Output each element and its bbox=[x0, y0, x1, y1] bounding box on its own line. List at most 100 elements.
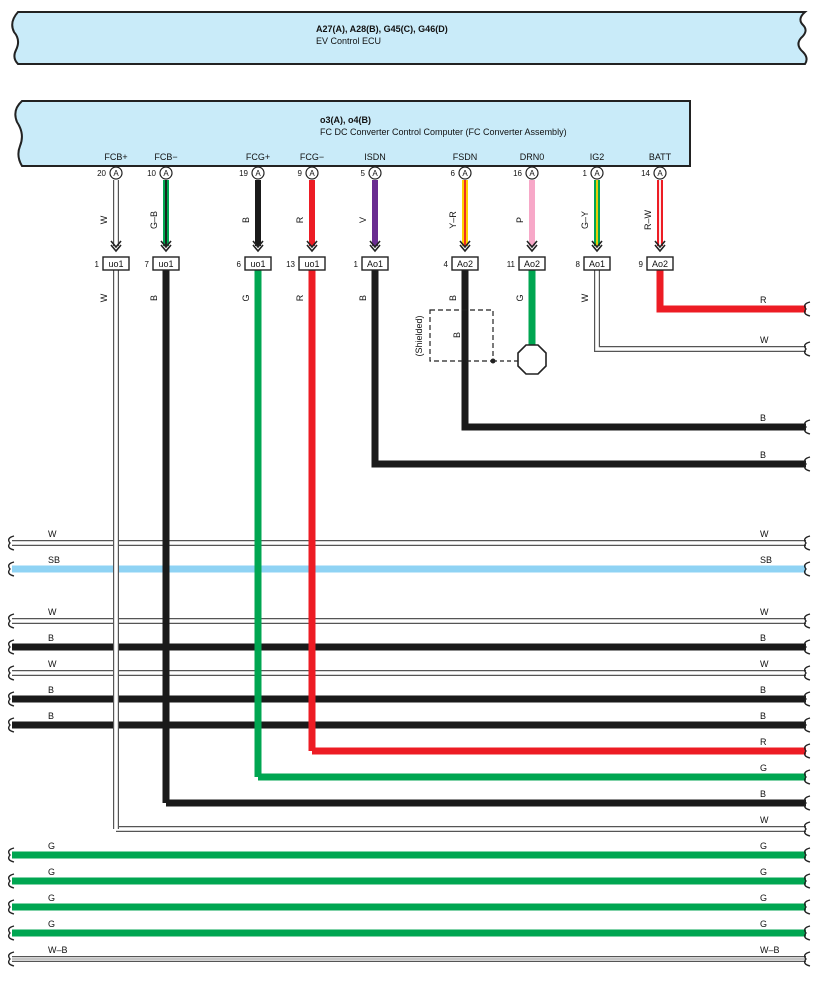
line-right-label-4: W bbox=[760, 659, 769, 669]
left-break-13 bbox=[7, 899, 15, 915]
right-break-2 bbox=[803, 613, 811, 629]
terminal-circle-1 bbox=[159, 166, 173, 180]
right-break-11 bbox=[803, 847, 811, 863]
connector-id-5: Ao2 bbox=[457, 259, 473, 269]
connector-pin-1: 7 bbox=[145, 260, 150, 269]
right-break-7 bbox=[803, 743, 811, 759]
converter-connector-ids: o3(A), o4(B) bbox=[320, 115, 371, 125]
drain-terminal-octagon bbox=[517, 344, 547, 375]
terminal-arrow-0 bbox=[110, 240, 122, 253]
connector-id-3: uo1 bbox=[304, 259, 319, 269]
terminal-conn-8: A bbox=[657, 169, 663, 178]
terminal-signal-3: FCG− bbox=[300, 152, 324, 162]
right-wire-break-3 bbox=[803, 456, 811, 472]
lower-wire-batt bbox=[656, 270, 806, 313]
terminal-pin-3: 9 bbox=[298, 169, 303, 178]
terminal-circle-8 bbox=[653, 166, 667, 180]
connector-id-7: Ao1 bbox=[589, 259, 605, 269]
line-left-label-2: W bbox=[48, 607, 57, 617]
terminal-arrow-3 bbox=[306, 240, 318, 253]
converter-name: FC DC Converter Control Computer (FC Con… bbox=[320, 127, 567, 137]
terminal-arrow-7 bbox=[591, 240, 603, 253]
terminal-pin-1: 10 bbox=[147, 169, 156, 178]
connector-id-6: Ao2 bbox=[524, 259, 540, 269]
right-break-12 bbox=[803, 873, 811, 889]
terminal-conn-5: A bbox=[462, 169, 468, 178]
lower-wire-label-1: B bbox=[149, 295, 159, 301]
right-break-0 bbox=[803, 535, 811, 551]
line-right-label-14: G bbox=[760, 919, 767, 929]
lower-wire-label-0: W bbox=[99, 293, 109, 302]
connector-box-6 bbox=[518, 256, 546, 271]
shield-junction-dot bbox=[490, 358, 496, 364]
terminal-pin-0: 20 bbox=[97, 169, 106, 178]
lower-wire-isdn-core bbox=[371, 270, 806, 468]
terminal-arrow-6 bbox=[526, 240, 538, 253]
right-wire-label-0: R bbox=[760, 295, 767, 305]
terminal-pin-2: 19 bbox=[239, 169, 248, 178]
connector-box-4 bbox=[361, 256, 389, 271]
lower-wire-fsdn-core bbox=[461, 270, 806, 431]
line-right-label-3: B bbox=[760, 633, 766, 643]
connector-box-2 bbox=[244, 256, 272, 271]
right-wire-break-0 bbox=[803, 301, 811, 317]
right-break-5 bbox=[803, 691, 811, 707]
right-wire-label-1: W bbox=[760, 335, 769, 345]
left-break-6 bbox=[7, 717, 15, 733]
right-break-13 bbox=[803, 899, 811, 915]
lower-wire-label-5: B bbox=[448, 295, 458, 301]
lower-wire-batt-core bbox=[656, 270, 806, 313]
connector-id-4: Ao1 bbox=[367, 259, 383, 269]
connector-id-0: uo1 bbox=[108, 259, 123, 269]
right-break-1 bbox=[803, 561, 811, 577]
terminal-signal-5: FSDN bbox=[453, 152, 478, 162]
terminal-wire-label-2: B bbox=[241, 217, 251, 223]
lower-wire-label-2: G bbox=[241, 294, 251, 301]
terminal-arrow-1 bbox=[160, 240, 172, 253]
terminal-pin-6: 16 bbox=[513, 169, 522, 178]
line-right-label-10: W bbox=[760, 815, 769, 825]
ecu-box bbox=[11, 11, 808, 65]
left-break-15 bbox=[7, 951, 15, 967]
connector-box-3 bbox=[298, 256, 326, 271]
terminal-arrow-8 bbox=[654, 240, 666, 253]
terminal-pin-4: 5 bbox=[361, 169, 366, 178]
terminal-conn-1: A bbox=[163, 169, 169, 178]
connector-pin-3: 13 bbox=[286, 260, 295, 269]
lower-wire-label-4: B bbox=[358, 295, 368, 301]
line-right-label-7: R bbox=[760, 737, 767, 747]
line-left-label-1: SB bbox=[48, 555, 60, 565]
lower-wire-label-7: W bbox=[580, 293, 590, 302]
terminal-wire-label-5: Y–R bbox=[448, 211, 458, 229]
connector-pin-0: 1 bbox=[95, 260, 100, 269]
connector-pin-6: 11 bbox=[507, 260, 516, 269]
right-wire-break-2 bbox=[803, 419, 811, 435]
right-break-4 bbox=[803, 665, 811, 681]
left-break-12 bbox=[7, 873, 15, 889]
terminal-circle-6 bbox=[525, 166, 539, 180]
line-left-label-11: G bbox=[48, 841, 55, 851]
right-break-6 bbox=[803, 717, 811, 733]
left-break-5 bbox=[7, 691, 15, 707]
line-left-label-3: B bbox=[48, 633, 54, 643]
connector-pin-5: 4 bbox=[444, 260, 449, 269]
right-wire-break-1 bbox=[803, 341, 811, 357]
terminal-arrow-5 bbox=[459, 240, 471, 253]
line-right-label-6: B bbox=[760, 711, 766, 721]
terminal-signal-0: FCB+ bbox=[104, 152, 127, 162]
terminal-circle-3 bbox=[305, 166, 319, 180]
lower-wire-isdn bbox=[371, 270, 806, 468]
terminal-pin-5: 6 bbox=[451, 169, 456, 178]
lower-wire-label-3: R bbox=[295, 294, 305, 301]
left-break-14 bbox=[7, 925, 15, 941]
terminal-wire-label-1: G–B bbox=[149, 211, 159, 229]
terminal-wire-label-6: P bbox=[515, 217, 525, 223]
lower-wire-ig2 bbox=[594, 270, 806, 352]
left-break-2 bbox=[7, 613, 15, 629]
right-break-14 bbox=[803, 925, 811, 941]
terminal-conn-6: A bbox=[529, 169, 535, 178]
